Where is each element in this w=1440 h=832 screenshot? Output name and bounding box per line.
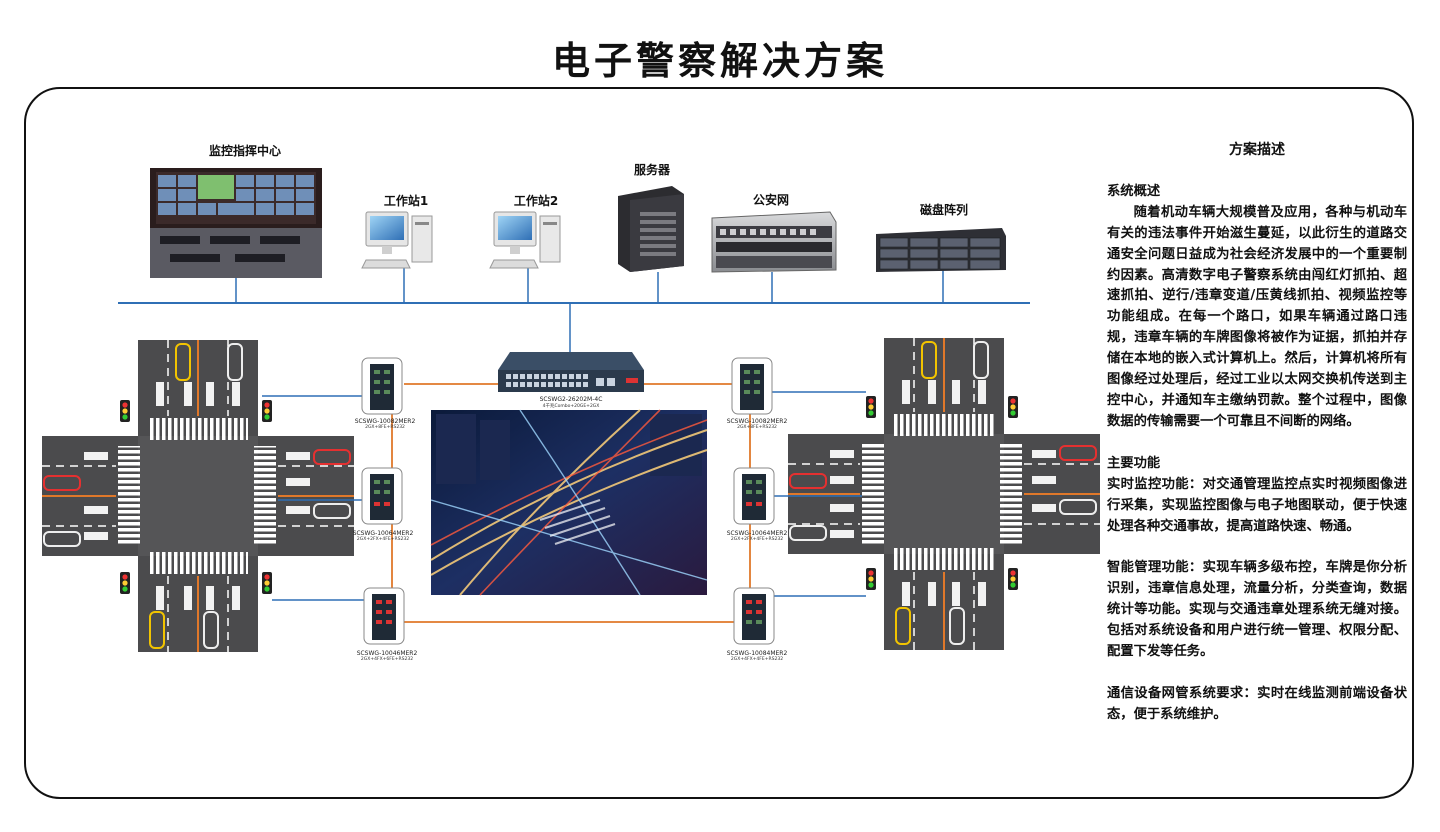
- page-title: 电子警察解决方案: [551, 39, 888, 83]
- workstation2-label: 工作站2: [514, 193, 558, 208]
- workstation1-icon[interactable]: [361, 211, 433, 269]
- switch-left-bot-model: SCSWG-10046MER2: [357, 650, 418, 657]
- monitor-center-image[interactable]: [150, 168, 322, 278]
- server-icon[interactable]: [618, 186, 684, 272]
- monitor-center-label: 监控指挥中心: [209, 143, 281, 158]
- switch-left-top-model: SCSWG-10082MER2: [355, 418, 416, 425]
- switch-left-mid-model: SCSWG-10064MER2: [353, 530, 414, 537]
- switch-right-top-spec: 2GX+8FE+RS232: [737, 424, 777, 430]
- switch-right-bot-spec: 2GX+4FX+4FE+RS232: [731, 656, 783, 662]
- switch-left-bot[interactable]: [363, 587, 405, 645]
- solution-description: 方案描述 系统概述 随着机动车辆大规模普及应用，各种与机动车有关的违法事件开始滋…: [1107, 140, 1407, 726]
- right-traffic-lights: [866, 396, 1018, 590]
- switch-left-top-spec: 2GX+8FE+RS232: [365, 424, 405, 430]
- core-switch-icon[interactable]: [498, 352, 644, 392]
- switch-left-mid-spec: 2GX+2FX+4FE+RS232: [357, 536, 409, 542]
- overview-text: 随着机动车辆大规模普及应用，各种与机动车有关的违法事件开始滋生蔓延，以此衍生的道…: [1107, 204, 1407, 429]
- disk-array-label: 磁盘阵列: [919, 202, 968, 217]
- network-bus: [118, 268, 1030, 352]
- function-realtime-monitoring: 实时监控功能：对交通管理监控点实时视频图像进行采集，实现监控图像与电子地图联动，…: [1107, 476, 1407, 534]
- function-network-management: 通信设备网管系统要求：实时在线监测前端设备状态，便于系统维护。: [1107, 685, 1407, 722]
- switch-right-mid-model: SCSWG-10064MER2: [727, 530, 788, 537]
- diagram-frame: [24, 87, 1414, 799]
- night-intersection-photo: [430, 409, 708, 596]
- description-heading: 方案描述: [1229, 142, 1285, 158]
- switch-right-mid-spec: 2GX+2FX+4FE+RS232: [731, 536, 783, 542]
- public-network-label: 公安网: [753, 192, 789, 207]
- right-intersection: [788, 338, 1100, 650]
- switch-left-bot-spec: 2GX+4FX+6FE+RS232: [361, 656, 413, 662]
- function-intelligent-management: 智能管理功能：实现车辆多级布控，车牌是你分析识别，违章信息处理，流量分析，分类查…: [1107, 560, 1407, 660]
- server-label: 服务器: [634, 162, 671, 177]
- left-intersection: [42, 340, 354, 652]
- switch-right-bot-model: SCSWG-10084MER2: [727, 650, 788, 657]
- switch-right-mid[interactable]: [733, 467, 775, 525]
- core-switch-model: SCSWG2-26202M-4C: [540, 396, 603, 403]
- left-camera-links: [262, 395, 372, 601]
- workstation1-label: 工作站1: [384, 193, 428, 208]
- switch-right-bot[interactable]: [733, 587, 775, 645]
- left-traffic-lights: [120, 400, 272, 594]
- switch-left-top[interactable]: [361, 357, 403, 415]
- functions-title: 主要功能: [1107, 455, 1161, 471]
- workstation2-icon[interactable]: [489, 211, 561, 269]
- switch-right-top[interactable]: [731, 357, 773, 415]
- core-switch-spec: 4千兆Combo+20GE+2GX: [543, 402, 600, 409]
- right-camera-links: [770, 391, 866, 597]
- disk-array-icon[interactable]: [876, 228, 1006, 272]
- public-network-icon[interactable]: [711, 211, 837, 273]
- switch-left-mid[interactable]: [361, 467, 403, 525]
- switch-right-top-model: SCSWG-10082MER2: [727, 418, 788, 425]
- overview-title: 系统概述: [1107, 183, 1161, 199]
